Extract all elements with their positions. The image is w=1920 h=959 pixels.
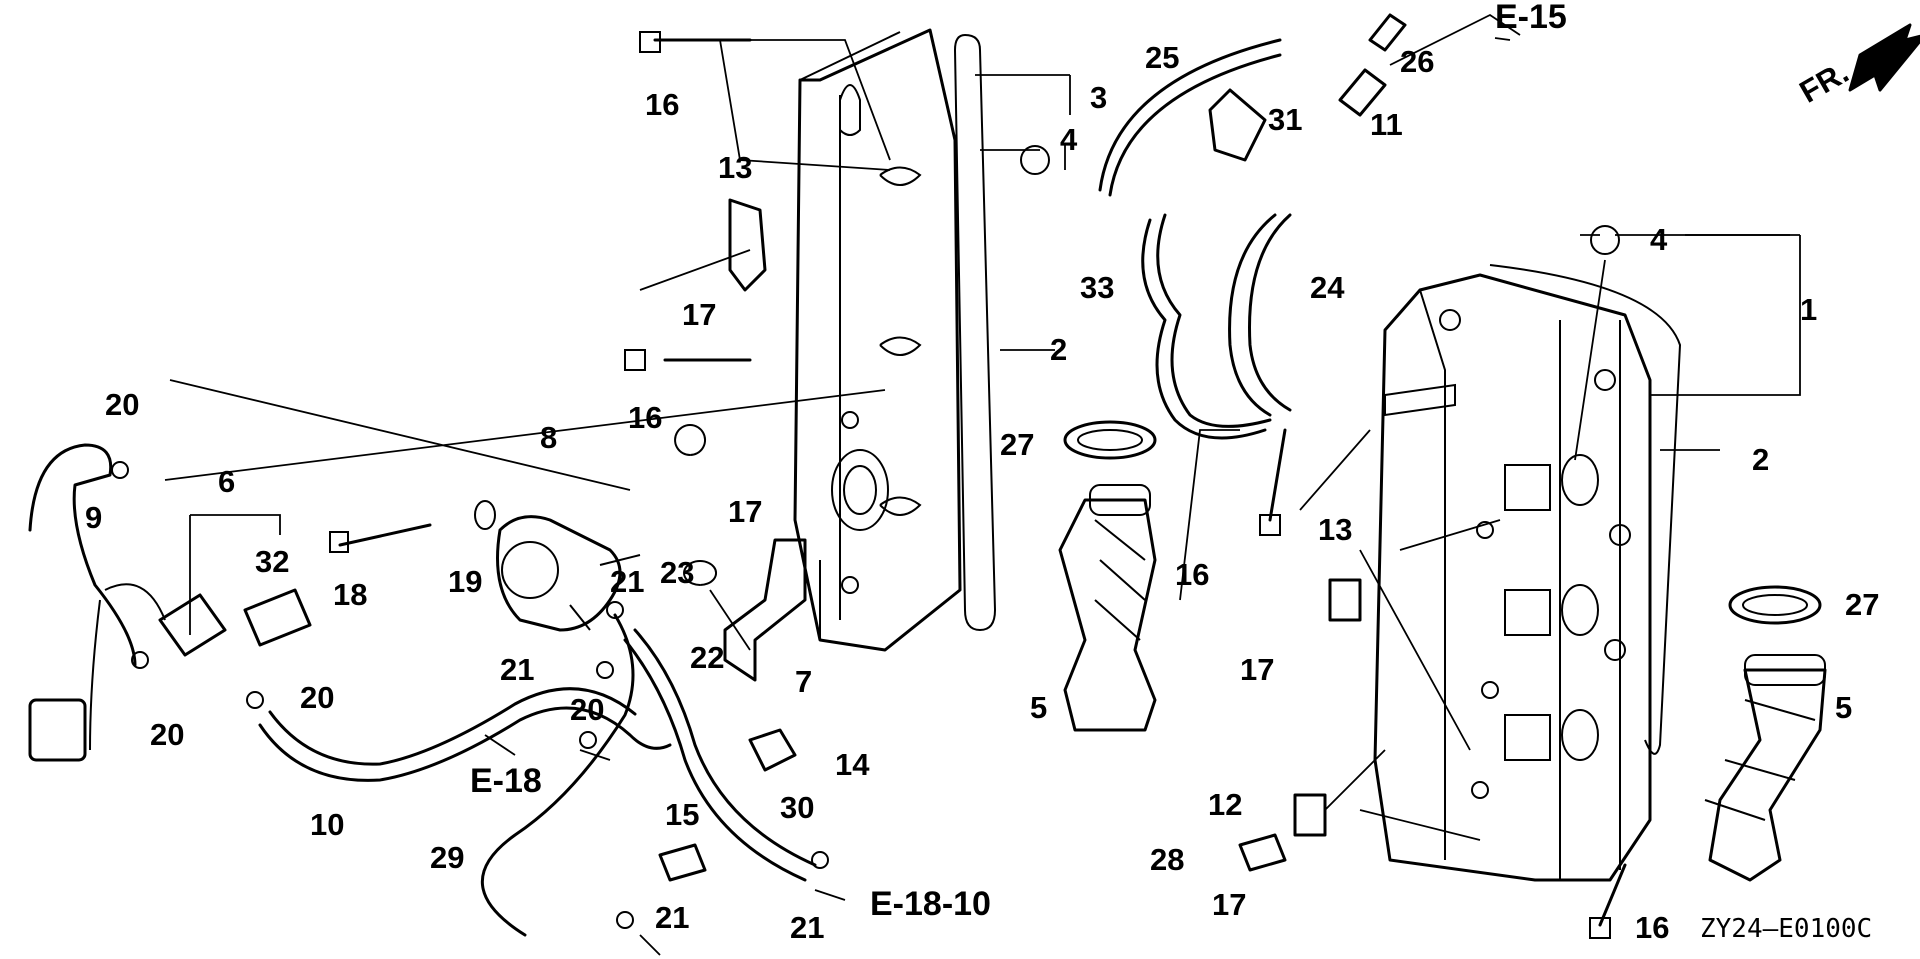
callout-32: 32 (255, 544, 289, 579)
callout-2-right: 2 (1752, 442, 1769, 477)
elbow-left (1058, 484, 1157, 732)
bolts (329, 31, 1627, 939)
callout-numbers: 1 2 2 3 4 4 5 5 6 7 8 9 10 11 12 13 13 1… (85, 40, 1879, 945)
callout-9: 9 (85, 500, 102, 535)
callout-15: 15 (665, 797, 699, 832)
callout-16-c: 16 (1175, 557, 1209, 592)
callout-3: 3 (1090, 80, 1107, 115)
callout-17-d: 17 (1212, 887, 1246, 922)
callout-19: 19 (448, 564, 482, 599)
callout-21-c: 21 (655, 900, 689, 935)
callout-16-d: 16 (1635, 910, 1669, 945)
callout-20-d: 20 (570, 692, 604, 727)
callout-31: 31 (1268, 102, 1302, 137)
idle-air-control-valve (496, 515, 641, 632)
callout-8: 8 (540, 420, 557, 455)
callout-10: 10 (310, 807, 344, 842)
leader-lines (164, 13, 1801, 841)
callout-13-left: 13 (718, 150, 752, 185)
diagram-code: ZY24—E0100C (1700, 914, 1872, 944)
front-direction-arrow: FR. (1794, 23, 1920, 110)
callout-33: 33 (1080, 270, 1114, 305)
callout-16-b: 16 (628, 400, 662, 435)
callout-17-a: 17 (682, 297, 716, 332)
callout-26: 26 (1400, 44, 1434, 79)
head-cover-right (1373, 273, 1652, 882)
callout-25: 25 (1145, 40, 1179, 75)
callout-2-left: 2 (1050, 332, 1067, 367)
callout-21-b: 21 (500, 652, 534, 687)
callout-20-b: 20 (150, 717, 184, 752)
callout-24: 24 (1310, 270, 1345, 305)
callout-21-d: 21 (790, 910, 824, 945)
callout-27-a: 27 (1000, 427, 1034, 462)
callout-4-left: 4 (1060, 122, 1078, 157)
callout-30: 30 (780, 790, 814, 825)
callout-7: 7 (795, 664, 812, 699)
gasket-left (953, 33, 997, 632)
callout-14: 14 (835, 747, 870, 782)
clamps-20-21 (111, 461, 829, 929)
callout-1: 1 (1800, 292, 1817, 327)
callout-17-b: 17 (728, 494, 762, 529)
ref-e18[interactable]: E-18 (470, 762, 542, 800)
callout-5-left: 5 (1030, 690, 1047, 725)
front-marker-label: FR. (1794, 54, 1855, 109)
callout-23: 23 (660, 555, 694, 590)
ref-e18-10[interactable]: E-18-10 (870, 885, 991, 923)
callout-12: 12 (1208, 787, 1242, 822)
callout-27-b: 27 (1845, 587, 1879, 622)
callout-20-a: 20 (105, 387, 139, 422)
hoses (28, 38, 1292, 937)
elbow-right (1704, 654, 1827, 882)
callout-6: 6 (218, 464, 235, 499)
callout-16-a: 16 (645, 87, 679, 122)
brackets-and-clips (474, 13, 1620, 882)
hose-clamps-27 (1063, 420, 1822, 625)
ref-e15[interactable]: E-15 (1495, 0, 1567, 36)
callout-22: 22 (690, 640, 724, 675)
callout-13-right: 13 (1318, 512, 1352, 547)
sensor-assembly (28, 583, 312, 762)
callout-5-right: 5 (1835, 690, 1852, 725)
head-cover-left (793, 28, 962, 652)
gasket-right (1489, 264, 1682, 755)
callout-20-c: 20 (300, 680, 334, 715)
callout-17-c: 17 (1240, 652, 1274, 687)
callout-21-a: 21 (610, 564, 644, 599)
callout-11: 11 (1370, 107, 1403, 142)
callout-29: 29 (430, 840, 464, 875)
callout-28: 28 (1150, 842, 1184, 877)
callout-18: 18 (333, 577, 367, 612)
callout-4-right: 4 (1650, 222, 1668, 257)
